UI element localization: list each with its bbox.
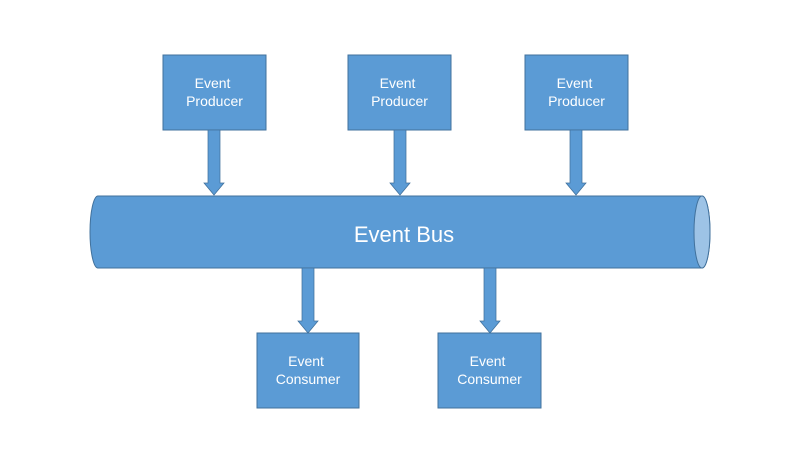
svg-text:Event Consumer: Event Consumer	[276, 353, 341, 387]
event-bus-end	[693, 195, 711, 269]
consumer-label-line1: Event	[470, 353, 506, 369]
producer-node: Event Producer	[347, 54, 452, 131]
producer-to-bus-arrow	[565, 129, 587, 196]
consumer-label-line1: Event	[288, 353, 324, 369]
producer-box	[162, 54, 267, 131]
producer-node: Event Producer	[162, 54, 267, 131]
svg-text:Event Producer: Event Producer	[548, 75, 605, 109]
producer-node: Event Producer	[524, 54, 629, 131]
bus-to-consumer-arrow	[479, 267, 501, 334]
producer-label-line1: Event	[380, 75, 416, 91]
consumer-box	[437, 332, 542, 409]
producer-to-bus-arrow	[389, 129, 411, 196]
consumer-node: Event Consumer	[437, 332, 542, 409]
producer-to-bus-arrow	[203, 129, 225, 196]
producer-label-line2: Producer	[186, 93, 243, 109]
producer-label-line1: Event	[195, 75, 231, 91]
consumer-box	[256, 332, 360, 409]
producer-box	[347, 54, 452, 131]
svg-text:Event Producer: Event Producer	[371, 75, 428, 109]
svg-text:Event Producer: Event Producer	[186, 75, 243, 109]
producer-box	[524, 54, 629, 131]
consumer-label-line2: Consumer	[457, 371, 522, 387]
consumer-label-line2: Consumer	[276, 371, 341, 387]
svg-text:Event Consumer: Event Consumer	[457, 353, 522, 387]
event-bus: Event Bus	[89, 195, 711, 269]
bus-to-consumer-arrow	[297, 267, 319, 334]
producer-label-line2: Producer	[371, 93, 428, 109]
producer-label-line1: Event	[557, 75, 593, 91]
consumer-node: Event Consumer	[256, 332, 360, 409]
producer-label-line2: Producer	[548, 93, 605, 109]
event-bus-label: Event Bus	[354, 222, 454, 247]
